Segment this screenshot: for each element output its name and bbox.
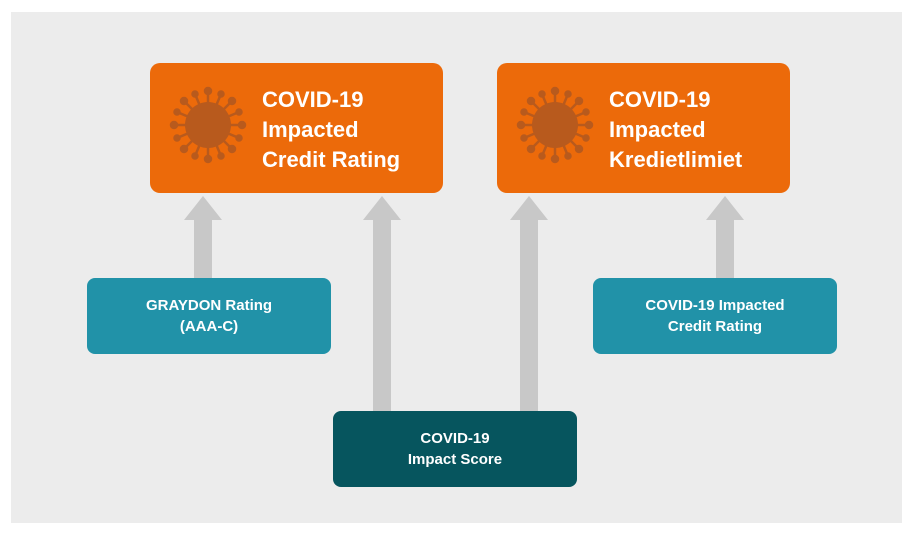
- graydon-rating-box: GRAYDON Rating (AAA-C): [87, 278, 331, 354]
- box-label-line: (AAA-C): [179, 318, 239, 335]
- box-label-line: COVID-19: [420, 430, 490, 447]
- box-label-line: COVID-19 Impacted: [645, 297, 785, 314]
- arrow-covid-credit-to-kredietlimiet: [706, 196, 744, 278]
- covid-impact-score-box: COVID-19 Impact Score: [333, 411, 577, 487]
- covid-kredietlimiet-box: COVID-19 Impacted Kredietlimiet: [497, 63, 790, 193]
- arrow-impact-score-to-kredietlimiet: [510, 196, 548, 411]
- covid-credit-rating-box: COVID-19 Impacted Credit Rating: [150, 63, 443, 193]
- box-title: COVID-19 Impacted Kredietlimiet: [609, 87, 743, 172]
- virus-icon: [168, 85, 248, 165]
- box-label-line: Credit Rating: [667, 318, 763, 335]
- arrow-impact-score-to-credit-rating: [363, 196, 401, 411]
- virus-icon: [515, 85, 595, 165]
- box-label-line: Impact Score: [407, 451, 503, 468]
- box-title: COVID-19 Impacted Credit Rating: [262, 87, 401, 172]
- covid-impacted-credit-rating-box: COVID-19 Impacted Credit Rating: [593, 278, 837, 354]
- arrow-graydon-to-credit-rating: [184, 196, 222, 278]
- box-label-line: GRAYDON Rating: [145, 297, 273, 314]
